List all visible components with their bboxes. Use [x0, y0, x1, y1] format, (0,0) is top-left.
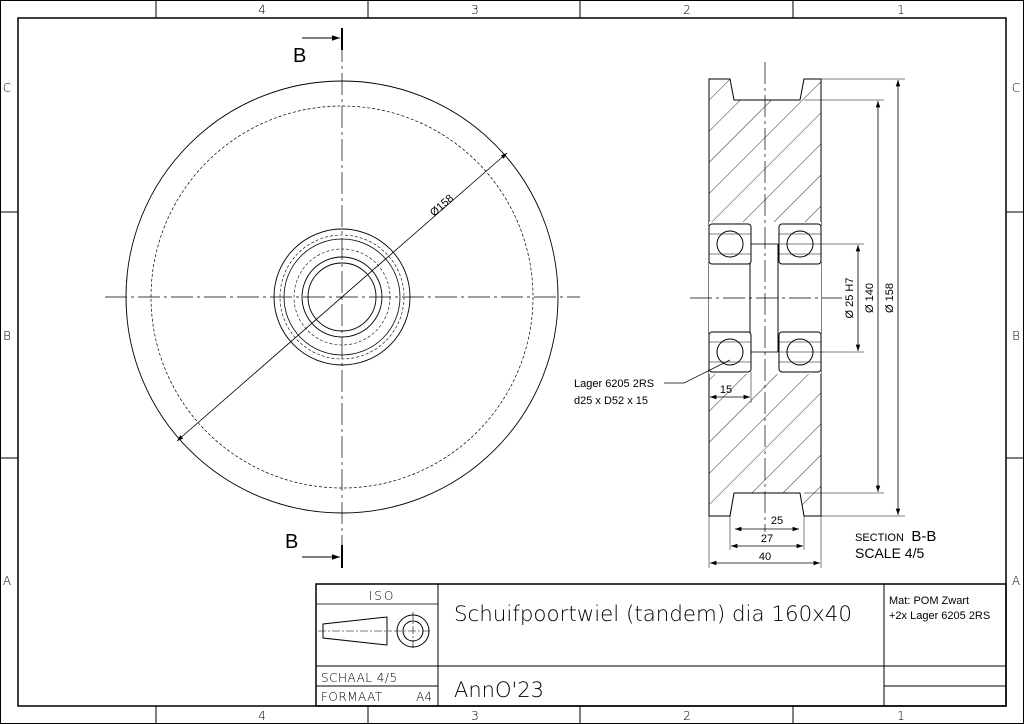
projection-standard-label: ISO [369, 589, 396, 603]
frame-row-label-left-b: B [3, 329, 11, 343]
bearing-note-line-1: Lager 6205 2RS [574, 378, 654, 390]
section-mark-bottom: B [285, 531, 343, 568]
frame-col-label-top-3: 3 [471, 3, 479, 17]
front-diameter-dimension-line [176, 152, 508, 442]
frame-col-label-bottom-3: 3 [471, 709, 479, 723]
title-block-format-label: FORMAAT [321, 690, 383, 704]
title-block-title: Schuifpoortwiel (tandem) dia 160x40 [454, 602, 852, 626]
frame-row-label-right-b: B [1012, 329, 1020, 343]
title-block-author: AnnO'23 [454, 678, 544, 702]
section-view: Ø 158 Ø 140 Ø 25 H7 15 25 27 40 Lager 62… [574, 62, 936, 568]
section-title: SECTION B-B [855, 528, 936, 545]
projection-symbol [318, 612, 432, 650]
dim-groove-bottom-label: 25 [771, 515, 783, 527]
material-line-1: Mat: POM Zwart [889, 595, 969, 607]
section-mark-top-letter: B [293, 45, 306, 67]
frame-row-label-left-c: C [3, 81, 11, 95]
title-block-format-value: A4 [416, 690, 432, 704]
frame-col-label-bottom-4: 4 [258, 709, 266, 723]
dim-bearing-width-label: 15 [720, 384, 732, 396]
section-scale: SCALE 4/5 [855, 545, 924, 561]
front-view: Ø158 B B [105, 28, 580, 568]
section-mark-top: B [293, 28, 343, 67]
frame-row-label-left-a: A [3, 574, 11, 588]
dim-total-width-label: 40 [759, 551, 771, 563]
bearing-section-bottom-left [708, 331, 752, 373]
material-line-2: +2x Lager 6205 2RS [889, 610, 990, 622]
section-mark-bottom-letter: B [285, 531, 298, 553]
wheel-outer-circle [125, 80, 559, 514]
frame-row-label-right-c: C [1012, 81, 1020, 95]
frame-col-label-top-1: 1 [897, 3, 905, 17]
groove-bottom-circle [150, 105, 534, 489]
bearing-note-leader [664, 359, 731, 384]
frame-col-label-top-4: 4 [258, 3, 266, 17]
frame-col-label-top-2: 2 [683, 3, 691, 17]
frame-col-label-bottom-2: 2 [683, 709, 691, 723]
bearing-note-line-2: d25 x D52 x 15 [574, 395, 648, 407]
dim-outer-label: Ø 158 [884, 283, 896, 313]
section-title-small: SECTION [855, 532, 904, 544]
front-diameter-label: Ø158 [428, 192, 456, 219]
dim-bore-label: Ø 25 H7 [844, 278, 856, 319]
title-block-scale: SCHAAL 4/5 [321, 671, 398, 685]
section-title-name: B-B [911, 528, 936, 545]
dim-bearing-seat-label: Ø 140 [864, 283, 876, 313]
bearing-section-top-left [708, 223, 752, 265]
frame-col-label-bottom-1: 1 [897, 709, 905, 723]
title-block: ISO Schuifpoortwiel (tandem) dia 160x40 … [315, 583, 1007, 707]
dim-groove-top-label: 27 [761, 533, 773, 545]
frame-row-label-right-a: A [1012, 574, 1020, 588]
